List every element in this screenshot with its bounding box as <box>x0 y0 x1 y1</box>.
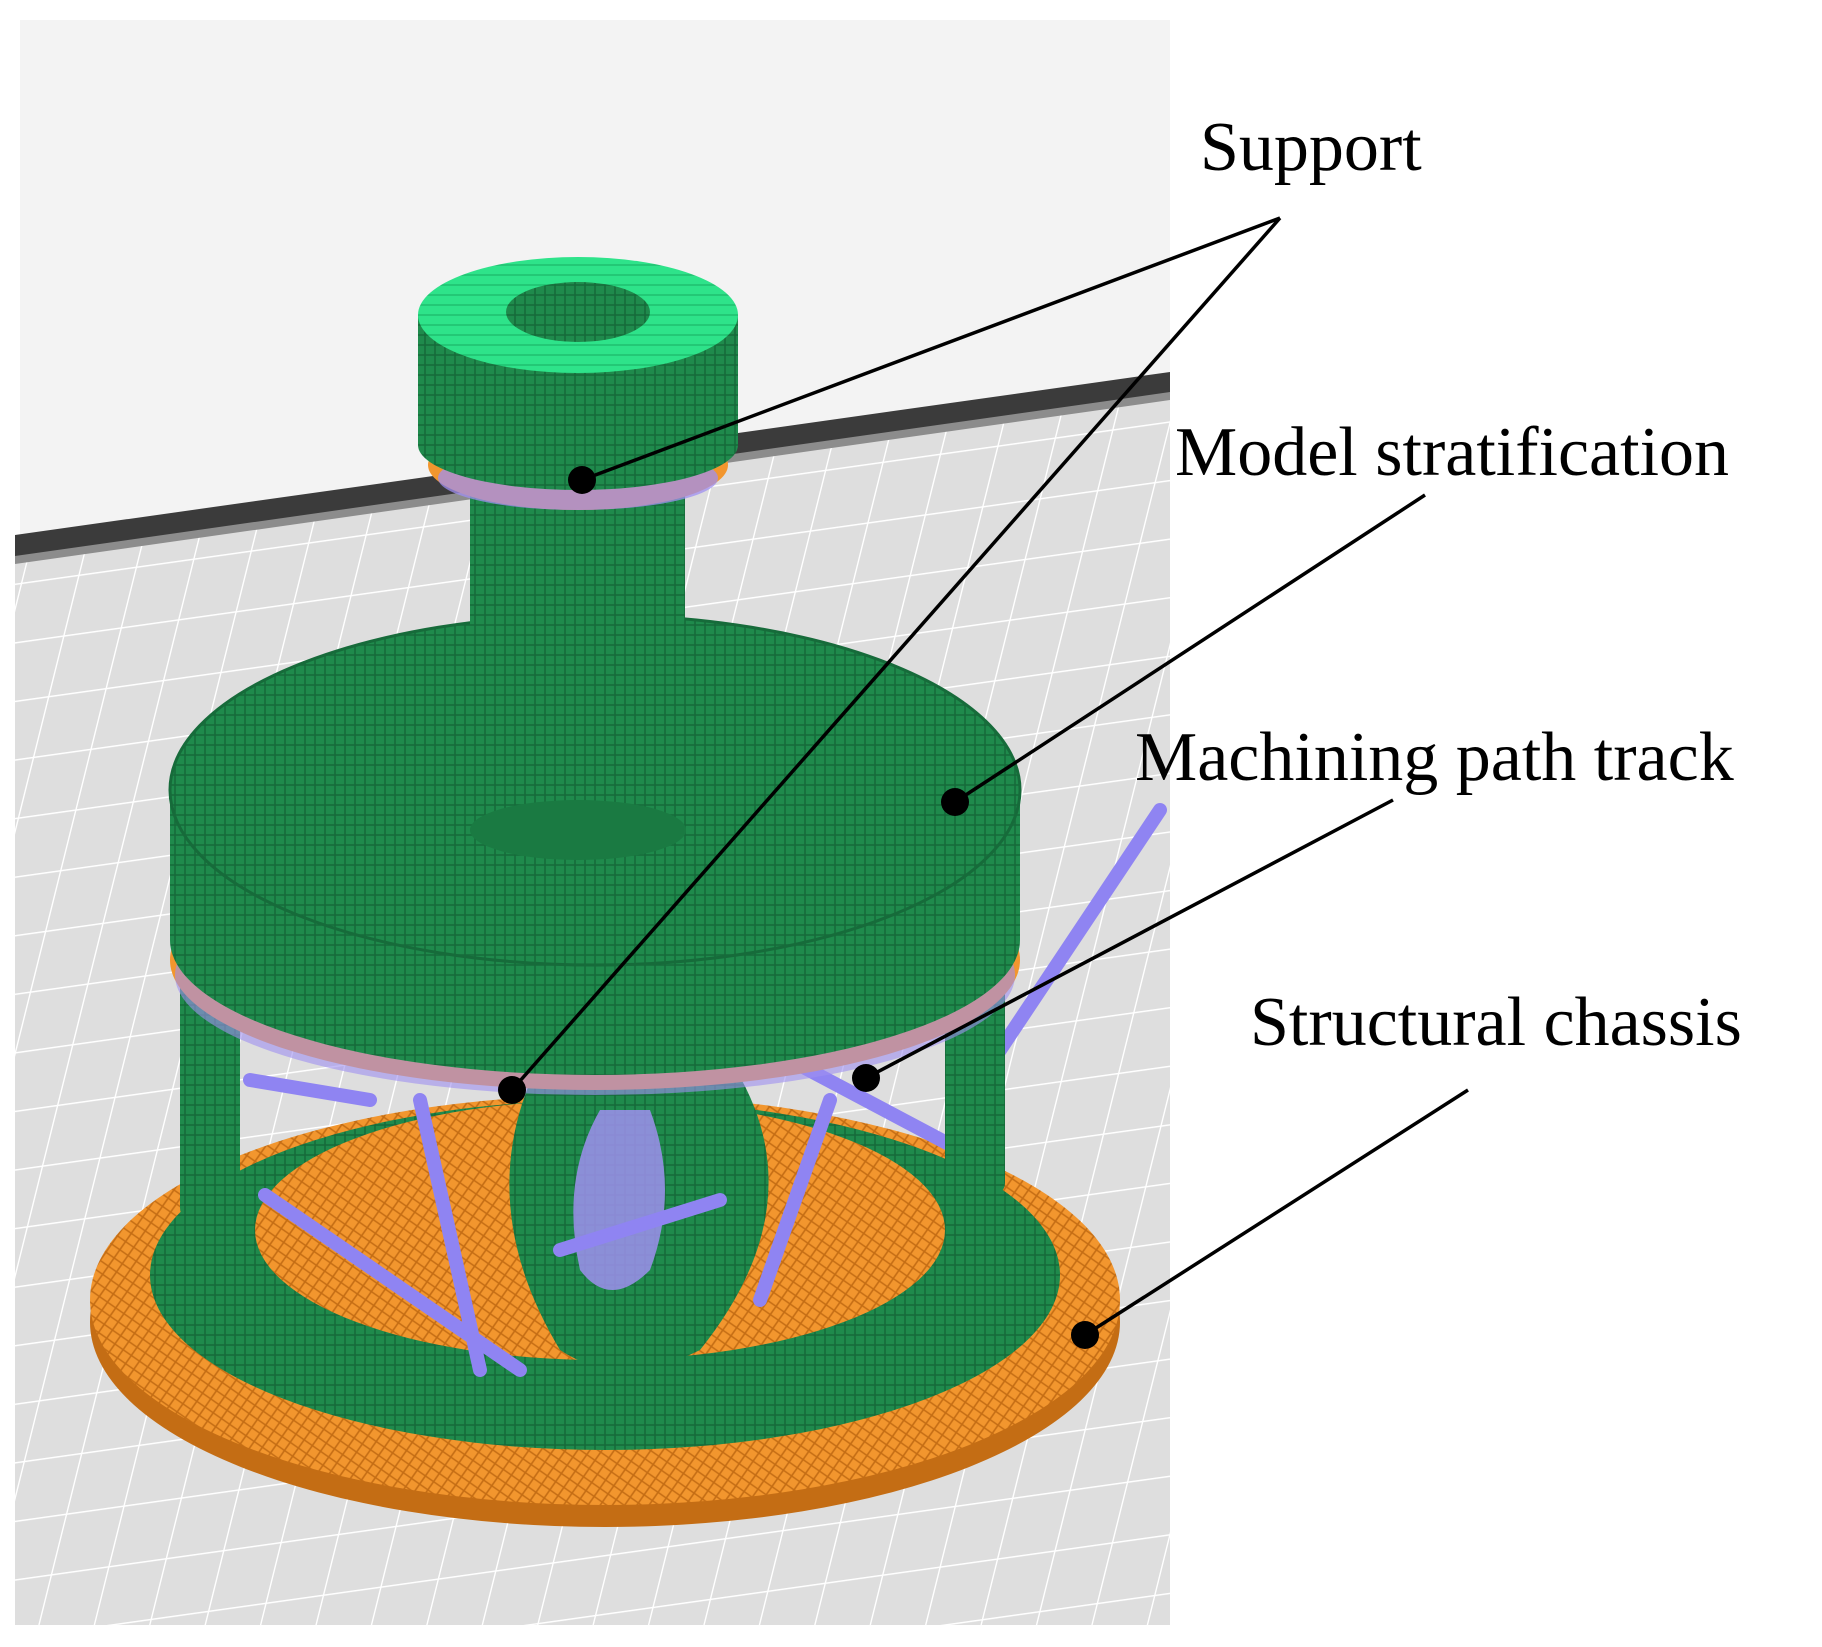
marker-support-top <box>568 466 596 494</box>
marker-model-stratification <box>941 788 969 816</box>
labels: Support Model stratification Machining p… <box>1135 109 1742 1061</box>
model-column <box>418 257 738 860</box>
leader-lines <box>510 216 1469 1337</box>
marker-machining-path-track <box>852 1064 880 1092</box>
leader-support-1 <box>581 216 1281 482</box>
label-support: Support <box>1200 109 1422 186</box>
leader-machining-path-track <box>865 798 1394 1080</box>
marker-support-bottom <box>498 1076 526 1104</box>
marker-structural-chassis <box>1071 1321 1099 1349</box>
leader-support-2 <box>510 216 1282 1092</box>
marker-dots <box>498 466 1099 1349</box>
label-structural-chassis: Structural chassis <box>1250 984 1742 1061</box>
label-machining-path-track: Machining path track <box>1135 719 1734 796</box>
label-model-stratification: Model stratification <box>1175 414 1729 491</box>
leader-model-stratification <box>954 493 1426 804</box>
structural-chassis-raft <box>90 1060 1120 1527</box>
leader-structural-chassis <box>1084 1088 1469 1337</box>
